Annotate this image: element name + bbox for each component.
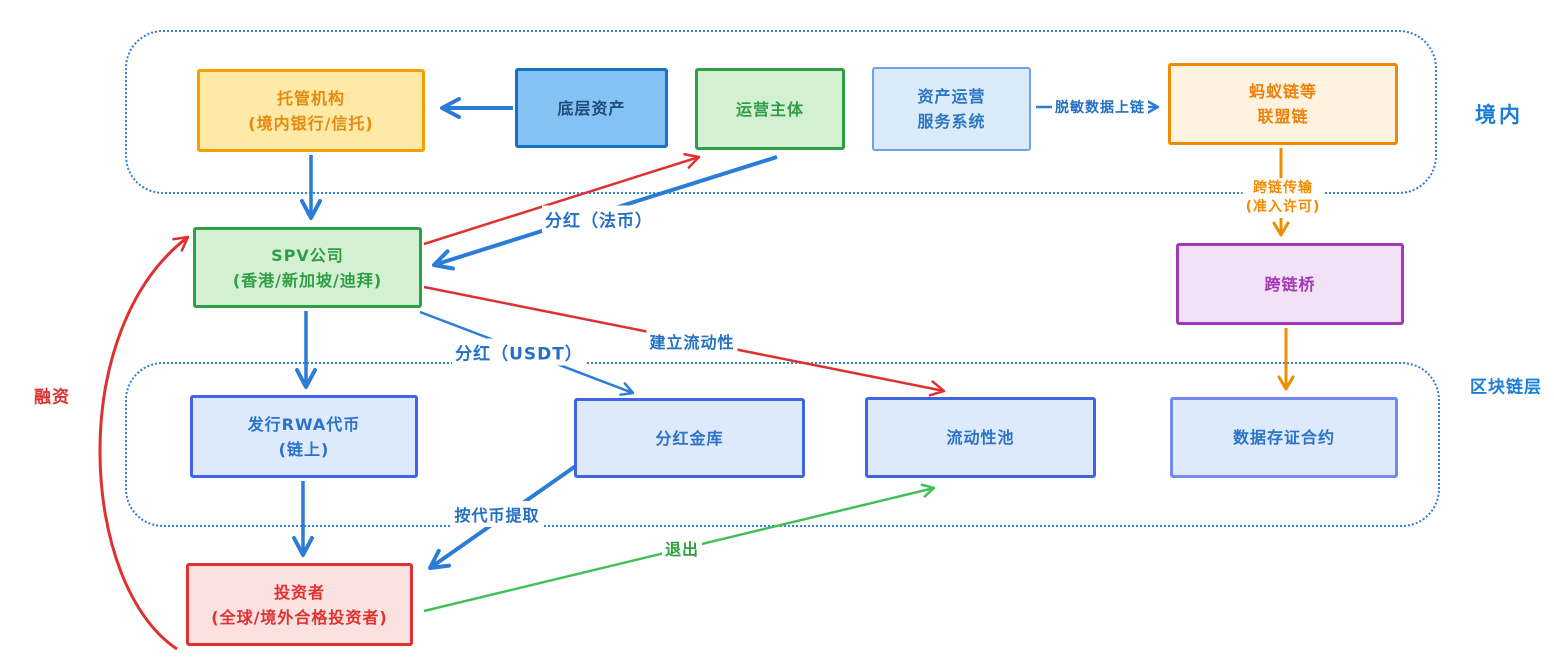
node-spv-sublabel: (香港/新加坡/迪拜): [232, 270, 383, 290]
edge-label-cross-chain-transfer-line2: (准入许可): [1245, 199, 1321, 215]
node-rwa-token: 发行RWA代币 (链上): [190, 395, 418, 478]
edge-label-dividend-usdt: 分红（USDT）: [452, 338, 586, 366]
region-blockchain-border: [125, 362, 1440, 527]
node-spv-label: SPV公司: [271, 245, 344, 265]
node-dividend-vault: 分红金库: [574, 398, 805, 478]
edge-label-exit: 退出: [661, 535, 703, 561]
arrow-investor-to-spv-financing: [98, 235, 190, 651]
edge-label-desensitized-data: 脱敏数据上链: [1052, 96, 1148, 118]
edge-label-withdraw-by-token: 按代币提取: [451, 501, 543, 527]
region-label-domestic: 境内: [1475, 103, 1523, 127]
node-spv: SPV公司 (香港/新加坡/迪拜): [193, 227, 422, 308]
node-asset-ops-system-sublabel: 服务系统: [917, 112, 986, 131]
node-asset-ops-system: 资产运营 服务系统: [872, 67, 1031, 151]
node-investor: 投资者 (全球/境外合格投资者): [186, 563, 413, 646]
edge-label-dividend-fiat: 分红（法币）: [542, 205, 656, 233]
node-antchain-sublabel: 联盟链: [1257, 107, 1309, 126]
node-data-attestation-contract: 数据存证合约: [1170, 397, 1398, 478]
edge-label-cross-chain-transfer: 跨链传输 (准入许可): [1242, 178, 1324, 218]
edge-label-cross-chain-transfer-line1: 跨链传输: [1252, 180, 1313, 196]
node-custodian-sublabel: (境内银行/信托): [248, 113, 374, 133]
node-operator: 运营主体: [695, 68, 845, 150]
node-custodian-label: 托管机构: [276, 88, 345, 108]
arrow-spv-to-operator: [423, 152, 701, 246]
region-label-blockchain-layer: 区块链层: [1470, 377, 1542, 398]
node-cross-chain-bridge: 跨链桥: [1176, 243, 1404, 325]
node-investor-label: 投资者: [273, 582, 325, 602]
node-antchain: 蚂蚁链等 联盟链: [1168, 63, 1398, 145]
node-liquidity-pool-label: 流动性池: [946, 428, 1015, 447]
region-domestic-border: [125, 30, 1437, 194]
edge-label-financing: 融资: [34, 387, 70, 408]
node-rwa-token-label: 发行RWA代币: [247, 414, 361, 434]
node-investor-sublabel: (全球/境外合格投资者): [211, 607, 388, 627]
node-custodian: 托管机构 (境内银行/信托): [197, 69, 425, 152]
node-data-attestation-contract-label: 数据存证合约: [1232, 428, 1335, 447]
node-underlying-asset: 底层资产: [515, 68, 668, 148]
node-asset-ops-system-label: 资产运营: [917, 87, 986, 106]
node-dividend-vault-label: 分红金库: [655, 428, 724, 448]
node-liquidity-pool: 流动性池: [865, 397, 1096, 478]
node-antchain-label: 蚂蚁链等: [1248, 82, 1317, 101]
node-cross-chain-bridge-label: 跨链桥: [1264, 274, 1316, 294]
node-operator-label: 运营主体: [735, 99, 804, 119]
node-underlying-asset-label: 底层资产: [557, 98, 626, 118]
edge-label-build-liquidity: 建立流动性: [646, 328, 738, 354]
node-rwa-token-sublabel: (链上): [278, 439, 330, 459]
